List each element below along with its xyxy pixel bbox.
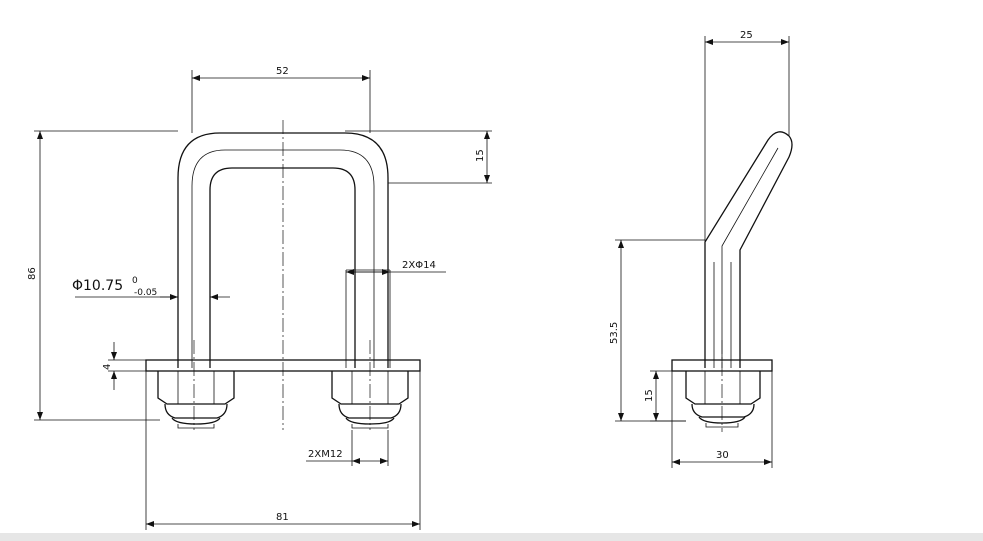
- side-nut: [685, 371, 761, 428]
- front-view: 52 86 15 Φ10.75 0 -0.05 2XΦ14 4 2XM12: [27, 66, 492, 530]
- dim-thread: 2XM12: [308, 449, 343, 460]
- dim-rod-diameter: Φ10.75: [72, 278, 123, 294]
- base-plate: [145, 359, 421, 372]
- dim-rod-tol-lower: -0.05: [134, 288, 157, 298]
- dim-30: 30: [716, 450, 729, 461]
- dim-81: 81: [276, 512, 289, 523]
- side-plate: [671, 359, 773, 372]
- dim-15-top: 15: [475, 149, 486, 162]
- left-nut: [157, 371, 235, 429]
- dim-plate-thickness: 4: [102, 364, 113, 370]
- dim-15-side: 15: [644, 389, 655, 402]
- dim-hole-diameter: 2XΦ14: [402, 260, 436, 271]
- dim-86: 86: [27, 267, 38, 280]
- dim-53-5: 53.5: [609, 322, 620, 344]
- side-rod-outer: [704, 131, 790, 368]
- dim-52: 52: [276, 66, 289, 77]
- side-view: 25 53.5 15 30: [609, 30, 793, 468]
- dim-rod-tol-upper: 0: [132, 276, 138, 286]
- bottom-edge-strip: [0, 533, 983, 541]
- u-bolt-mid: [191, 149, 375, 368]
- u-bolt-inner: [209, 167, 356, 368]
- side-rod-inner: [739, 135, 793, 368]
- u-bolt-outer: [177, 132, 389, 368]
- dim-25: 25: [740, 30, 753, 41]
- right-nut: [331, 371, 409, 429]
